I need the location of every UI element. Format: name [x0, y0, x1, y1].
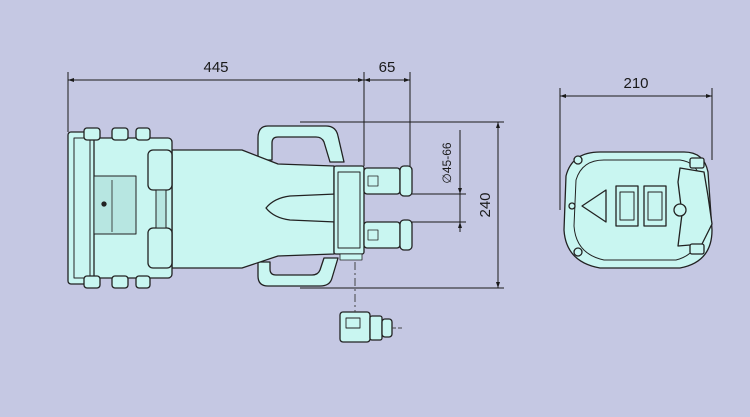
cable-tongue	[265, 193, 337, 223]
cable-gland-lower	[363, 221, 401, 249]
elbow-adapter	[339, 311, 393, 343]
dim-height: 240	[477, 192, 494, 217]
dimension-lines	[67, 72, 504, 289]
width-dimension	[559, 88, 713, 210]
dim-outlet-length: 65	[379, 59, 396, 76]
socket-window-left	[615, 185, 639, 227]
side-view	[67, 125, 413, 289]
latch-bottom	[147, 227, 173, 269]
dim-cable-diameter: ∅45-66	[440, 142, 454, 183]
screw-icon	[101, 201, 107, 207]
dim-width: 210	[623, 75, 648, 92]
housing-body	[171, 149, 335, 269]
direction-arrow-icon	[581, 189, 607, 223]
latch-top	[147, 149, 173, 191]
cable-gland-upper	[363, 167, 401, 195]
width-arrows	[560, 94, 712, 98]
carry-handle	[257, 125, 345, 163]
mount-lug	[573, 155, 583, 165]
carry-handle-lower	[257, 257, 339, 287]
socket-window-right	[643, 185, 667, 227]
dimension-arrows	[68, 78, 500, 288]
front-view	[563, 151, 713, 269]
dim-overall-length: 445	[203, 59, 228, 76]
